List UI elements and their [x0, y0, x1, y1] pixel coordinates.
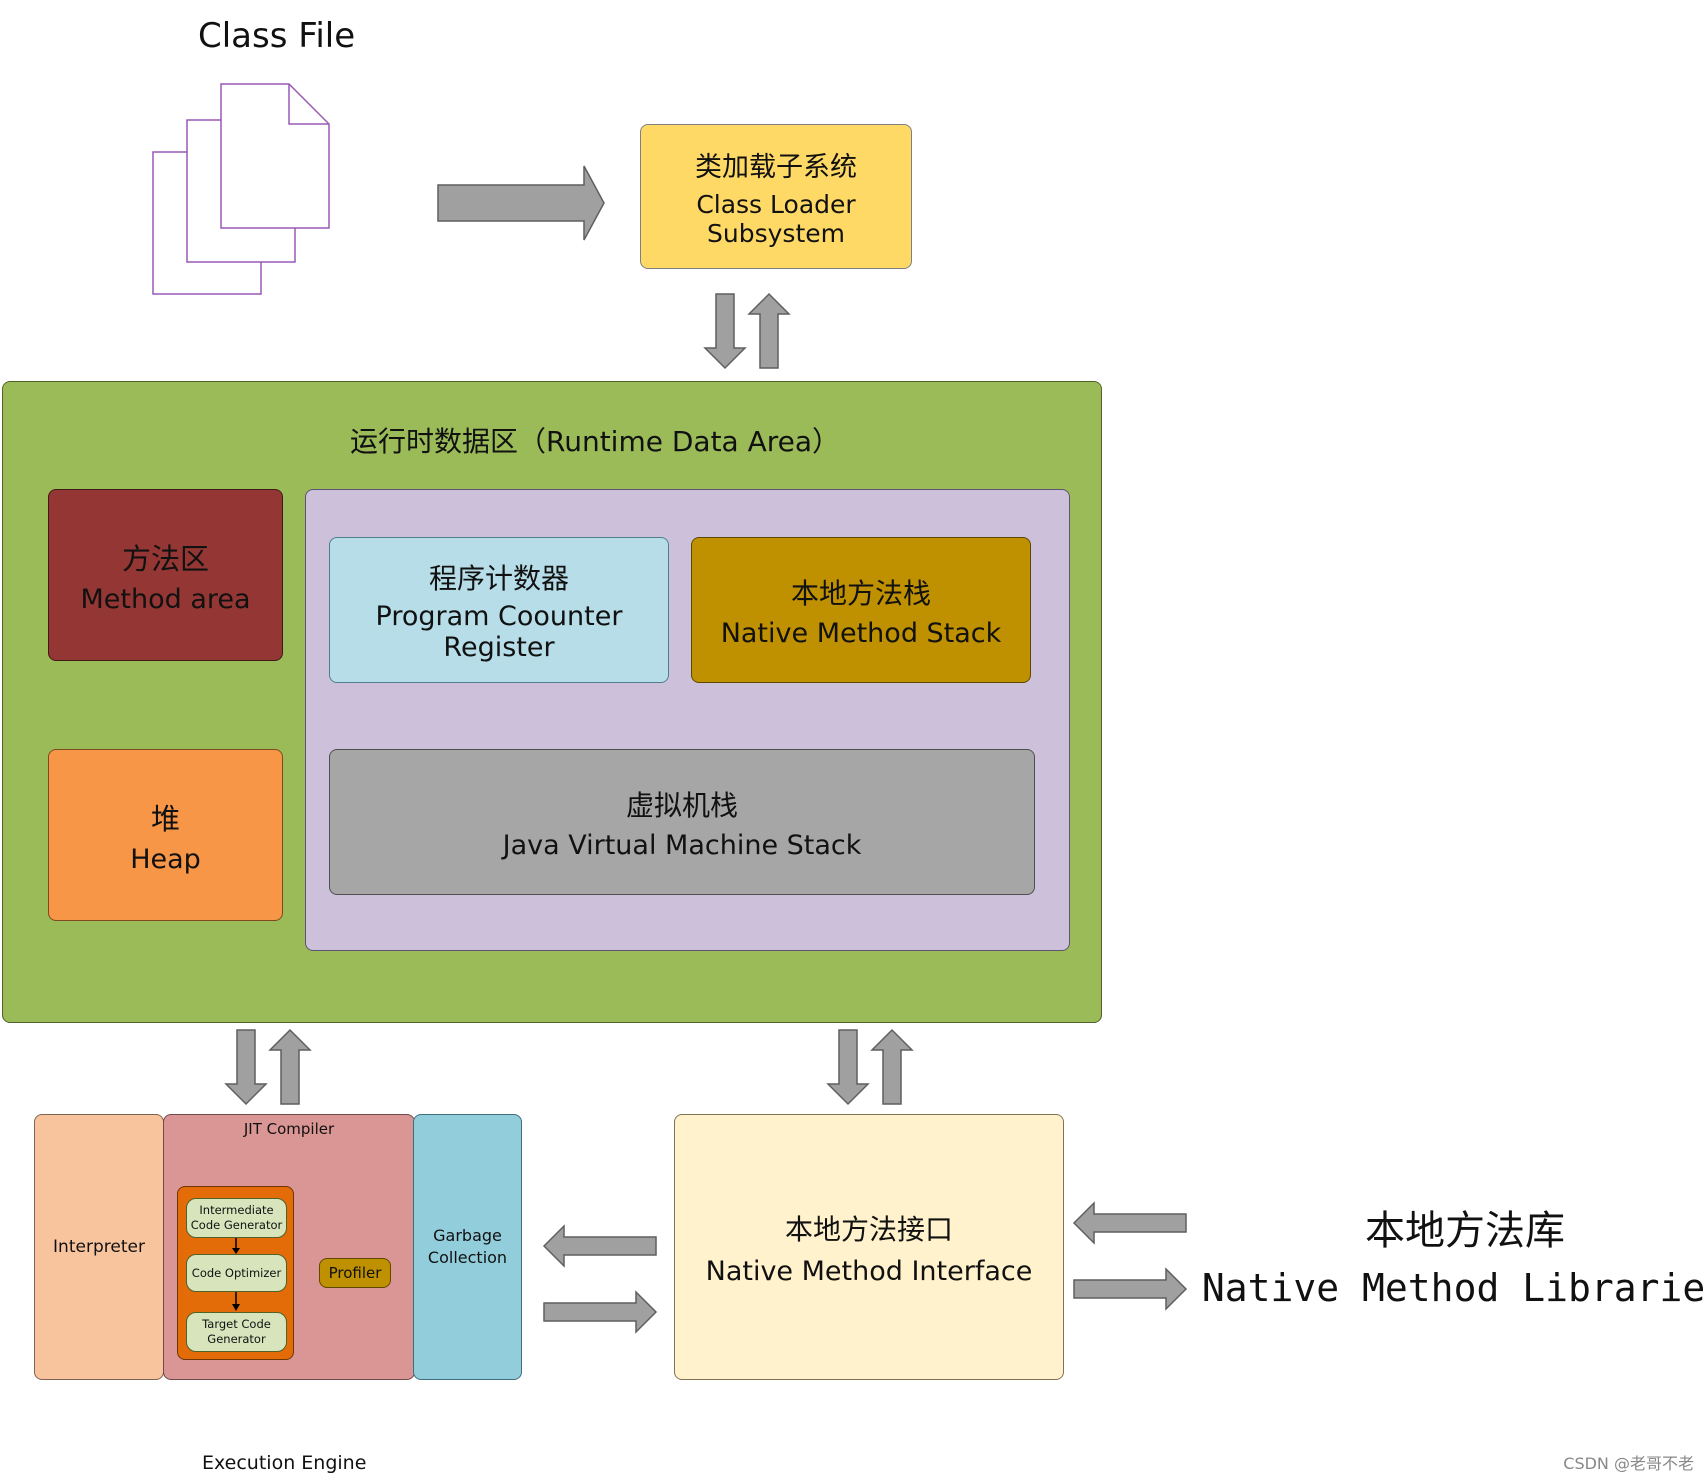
- arrow-classfile-to-loader: [437, 165, 605, 241]
- profiler: Profiler: [319, 1258, 391, 1288]
- jit-pipeline-arrows: [232, 1238, 240, 1311]
- class-file-title: Class File: [198, 16, 356, 56]
- arrow-interface-to-runtime: [870, 1028, 914, 1105]
- arrow-runtime-to-interface: [826, 1029, 870, 1106]
- pc-register-zh: 程序计数器: [428, 562, 569, 595]
- target-line1: Target Code: [202, 1317, 271, 1332]
- class-loader-en: Class Loader Subsystem: [696, 190, 856, 248]
- method-area-en: Method area: [80, 583, 251, 615]
- heap-zh: 堆: [150, 801, 180, 836]
- class-loader-subsystem: 类加载子系统 Class Loader Subsystem: [640, 124, 912, 269]
- arrow-runtime-to-engine: [224, 1029, 268, 1106]
- native-method-libraries: 本地方法库 Native Method Libraries: [1202, 1198, 1708, 1310]
- code-optimizer-label: Code Optimizer: [191, 1266, 282, 1280]
- arrow-engine-to-runtime: [268, 1028, 312, 1105]
- jvm-stack: 虚拟机栈 Java Virtual Machine Stack: [329, 749, 1035, 895]
- target-line2: Generator: [207, 1332, 266, 1346]
- program-counter-register: 程序计数器 Program Coounter Register: [329, 537, 669, 683]
- arrow-loader-down: [703, 293, 747, 370]
- native-method-stack: 本地方法栈 Native Method Stack: [691, 537, 1031, 683]
- pc-register-en-line2: Register: [443, 632, 555, 663]
- native-libraries-en: Native Method Libraries: [1201, 1266, 1708, 1310]
- jvm-stack-en: Java Virtual Machine Stack: [502, 829, 862, 861]
- interpreter: Interpreter: [34, 1114, 164, 1380]
- heap: 堆 Heap: [48, 749, 283, 921]
- native-interface-en: Native Method Interface: [705, 1255, 1033, 1287]
- class-loader-zh: 类加载子系统: [695, 152, 857, 183]
- method-area-zh: 方法区: [121, 541, 209, 576]
- garbage-collection: Garbage Collection: [413, 1114, 522, 1380]
- class-file-icon: [152, 83, 330, 295]
- native-libraries-zh: 本地方法库: [1365, 1208, 1565, 1254]
- runtime-data-area-title: 运行时数据区（Runtime Data Area）: [350, 425, 841, 458]
- intermediate-code-generator: Intermediate Code Generator: [186, 1198, 287, 1238]
- intermediate-line1: Intermediate: [199, 1203, 274, 1218]
- watermark: CSDN @老哥不老: [1563, 1454, 1694, 1473]
- jvm-stack-zh: 虚拟机栈: [625, 788, 738, 822]
- jit-compiler-title: JIT Compiler: [243, 1120, 335, 1138]
- arrow-interface-to-engine: [542, 1224, 657, 1268]
- target-code-generator: Target Code Generator: [186, 1312, 287, 1352]
- gc-line1: Garbage: [433, 1225, 502, 1245]
- code-optimizer: Code Optimizer: [186, 1254, 287, 1292]
- native-stack-en: Native Method Stack: [720, 617, 1002, 649]
- interpreter-label: Interpreter: [53, 1237, 145, 1257]
- arrow-libraries-to-interface: [1072, 1201, 1187, 1245]
- intermediate-line2: Code Generator: [190, 1218, 283, 1232]
- arrow-runtime-up: [747, 292, 791, 369]
- native-interface-zh: 本地方法接口: [784, 1212, 953, 1246]
- arrow-engine-to-interface: [543, 1290, 658, 1334]
- profiler-label: Profiler: [328, 1264, 382, 1282]
- native-method-interface: 本地方法接口 Native Method Interface: [674, 1114, 1064, 1380]
- heap-en: Heap: [130, 843, 201, 875]
- method-area: 方法区 Method area: [48, 489, 283, 661]
- pc-register-en-line1: Program Coounter: [375, 601, 623, 632]
- native-stack-zh: 本地方法栈: [790, 576, 931, 610]
- execution-engine-caption: Execution Engine: [202, 1452, 367, 1474]
- gc-line2: Collection: [427, 1248, 508, 1267]
- arrow-interface-to-libraries: [1073, 1267, 1188, 1311]
